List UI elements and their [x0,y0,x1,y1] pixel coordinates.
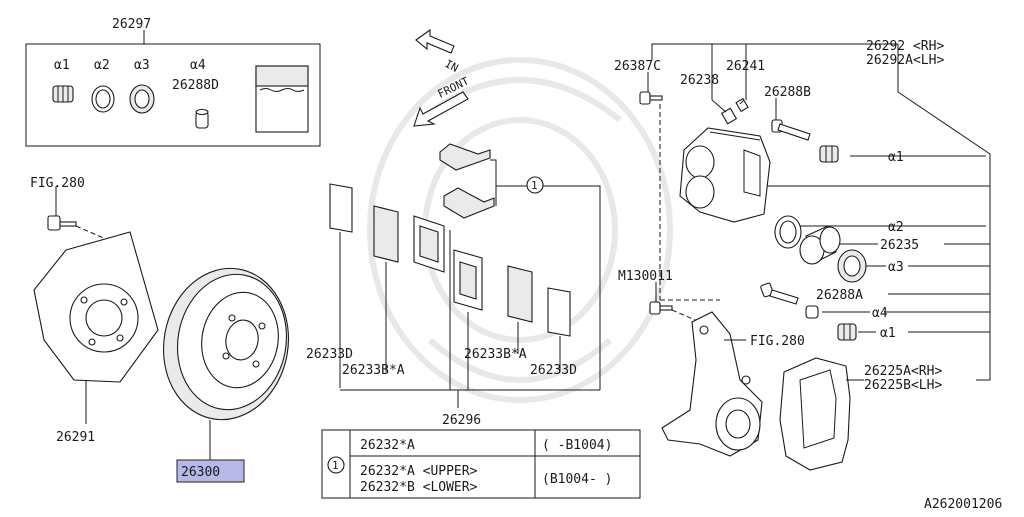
sleeve-label: α4 [872,306,888,321]
piston-boot-icon [129,84,155,114]
pad-clips [439,143,495,219]
pin-sleeve-icon [195,108,209,129]
pad-kit-label: 26296 [442,413,481,428]
caliper-body-rh-label: 26292 <RH> [866,39,944,54]
piston-seal-icon [91,85,115,113]
piston-label: 26235 [880,238,919,253]
caliper-piston [799,225,841,265]
table-row2-part-b: 26232*B <LOWER> [360,480,478,495]
table-row1-part: 26232*A [360,438,415,453]
shim-left-label: 26233D [306,347,353,362]
caliper-body [679,127,771,223]
brake-rotor [162,267,290,462]
shield-part-label: 26291 [56,430,95,445]
pad-inner-left [413,215,445,273]
boot-bottom-label: α1 [880,326,896,341]
labels: 26297 α1 α2 α3 α4 26288D IN FRONT FIG.28… [30,17,1002,512]
rotor-part-label[interactable]: 26300 [181,465,220,480]
shield-bolt [47,186,77,231]
table-row2-part-a: 26232*A <UPPER> [360,464,478,479]
pin-boot-top [819,145,839,163]
direction-arrows [413,28,469,127]
fig-ref-knuckle-label: FIG.280 [750,334,805,349]
steering-knuckle [661,311,763,457]
pad-inner-right [453,249,483,311]
pad-right-label: 26233B*A [464,347,527,362]
table-row2-range: (B1004- ) [542,472,612,487]
kit-item-label: α3 [134,58,150,73]
shim-left [329,183,353,233]
table-callout-number: 1 [332,459,339,472]
pad-table [321,429,641,499]
pin-b-label: 26241 [726,59,765,74]
shim-right [547,287,571,337]
pin-a-label: 26238 [680,73,719,88]
kit-part-label: 26297 [112,17,151,32]
seal-label: α2 [888,220,904,235]
pin-c-label: 26288B [764,85,811,100]
boot-top-label: α1 [888,150,904,165]
pin-lower-label: 26288A [816,288,863,303]
shim-right-label: 26233D [530,363,577,378]
diagram-code-label: A262001206 [924,497,1002,512]
fig-ref-top-label: FIG.280 [30,176,85,191]
pad-leaders [339,159,601,408]
direction-in-label: IN [443,57,461,75]
callout-number: 1 [531,179,538,192]
guide-pin-b [771,98,811,141]
piston-boot [837,249,867,283]
watermark-emblem [367,57,673,403]
pin-sleeve [805,305,819,319]
bracket-rh-label: 26225A<RH> [864,364,942,379]
caliper-bracket-lines [651,43,991,381]
kit-item-label: α1 [54,58,70,73]
caliper-bolt-label: 26387C [614,59,661,74]
seal-kit-group [25,30,321,147]
caliper-mount-bracket [779,357,860,471]
dust-shield [33,231,159,424]
knuckle-bolt-label: M130011 [618,269,673,284]
pad-left [373,205,399,263]
pad-right [507,265,533,323]
knuckle-bolt [649,282,673,315]
grease-pack-icon [255,65,309,133]
kit-item4-part-label: 26288D [172,78,219,93]
kit-item-label: α4 [190,58,206,73]
bracket-lh-label: 26225B<LH> [864,378,942,393]
caliper-bolt [639,72,663,105]
rotor-highlight[interactable] [176,459,245,483]
callout-circle-pads [526,176,544,194]
boot-label: α3 [888,260,904,275]
kit-item-label: α2 [94,58,110,73]
table-row1-range: ( -B1004) [542,438,612,453]
pin-boot-bottom [837,323,857,341]
guide-pins-top [711,58,749,125]
dust-boot-icon [52,85,74,103]
caliper-body-lh-label: 26292A<LH> [866,53,944,68]
piston-seal [774,215,802,249]
guide-pin-lower [760,282,799,305]
pad-left-label: 26233B*A [342,363,405,378]
